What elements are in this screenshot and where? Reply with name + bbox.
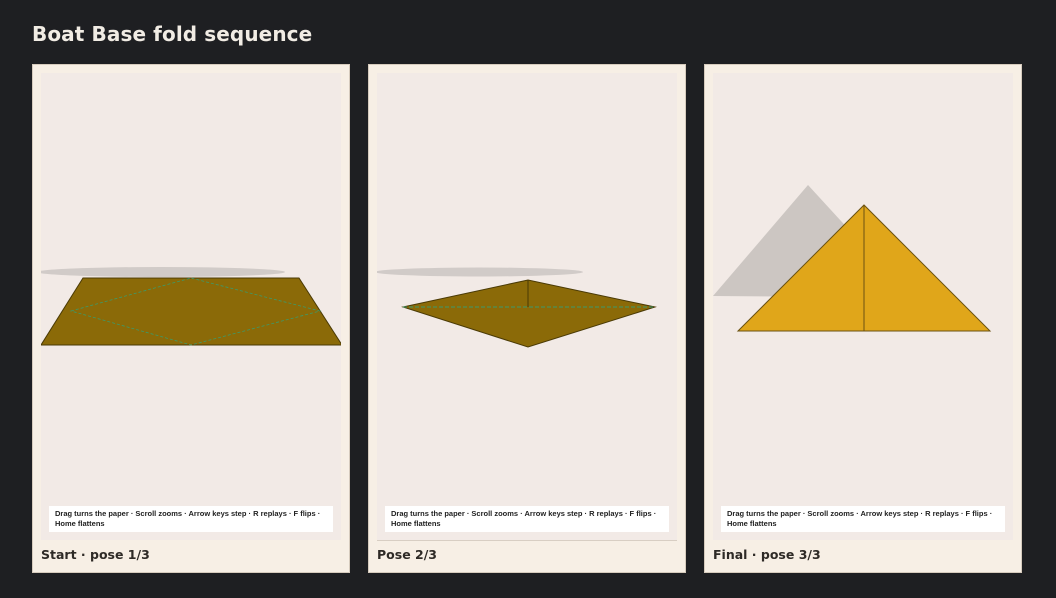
crease-lines (69, 277, 322, 346)
paper-3d-view-3[interactable] (713, 73, 1013, 540)
fold-panel-final: Drag turns the paper · Scroll zooms · Ar… (704, 64, 1022, 573)
help-overlay: Drag turns the paper · Scroll zooms · Ar… (49, 506, 333, 532)
divider (377, 540, 677, 541)
paper-3d-view-2[interactable] (377, 73, 677, 540)
panel-caption: Final · pose 3/3 (713, 547, 821, 562)
fold-viewport-1[interactable]: Drag turns the paper · Scroll zooms · Ar… (41, 73, 341, 540)
paper-shadow (377, 267, 583, 277)
fold-viewport-2[interactable]: Drag turns the paper · Scroll zooms · Ar… (377, 73, 677, 540)
paper-sheet (41, 277, 341, 346)
help-overlay: Drag turns the paper · Scroll zooms · Ar… (385, 506, 669, 532)
panel-caption: Start · pose 1/3 (41, 547, 150, 562)
paper-3d-view-1[interactable] (41, 73, 341, 540)
fold-viewport-3[interactable]: Drag turns the paper · Scroll zooms · Ar… (713, 73, 1013, 540)
paper-sheet (401, 279, 657, 348)
fold-panel-start: Drag turns the paper · Scroll zooms · Ar… (32, 64, 350, 573)
help-overlay: Drag turns the paper · Scroll zooms · Ar… (721, 506, 1005, 532)
panel-caption: Pose 2/3 (377, 547, 437, 562)
paper-shadow (41, 267, 285, 277)
fold-panel-pose-2: Drag turns the paper · Scroll zooms · Ar… (368, 64, 686, 573)
page-title: Boat Base fold sequence (32, 22, 313, 46)
